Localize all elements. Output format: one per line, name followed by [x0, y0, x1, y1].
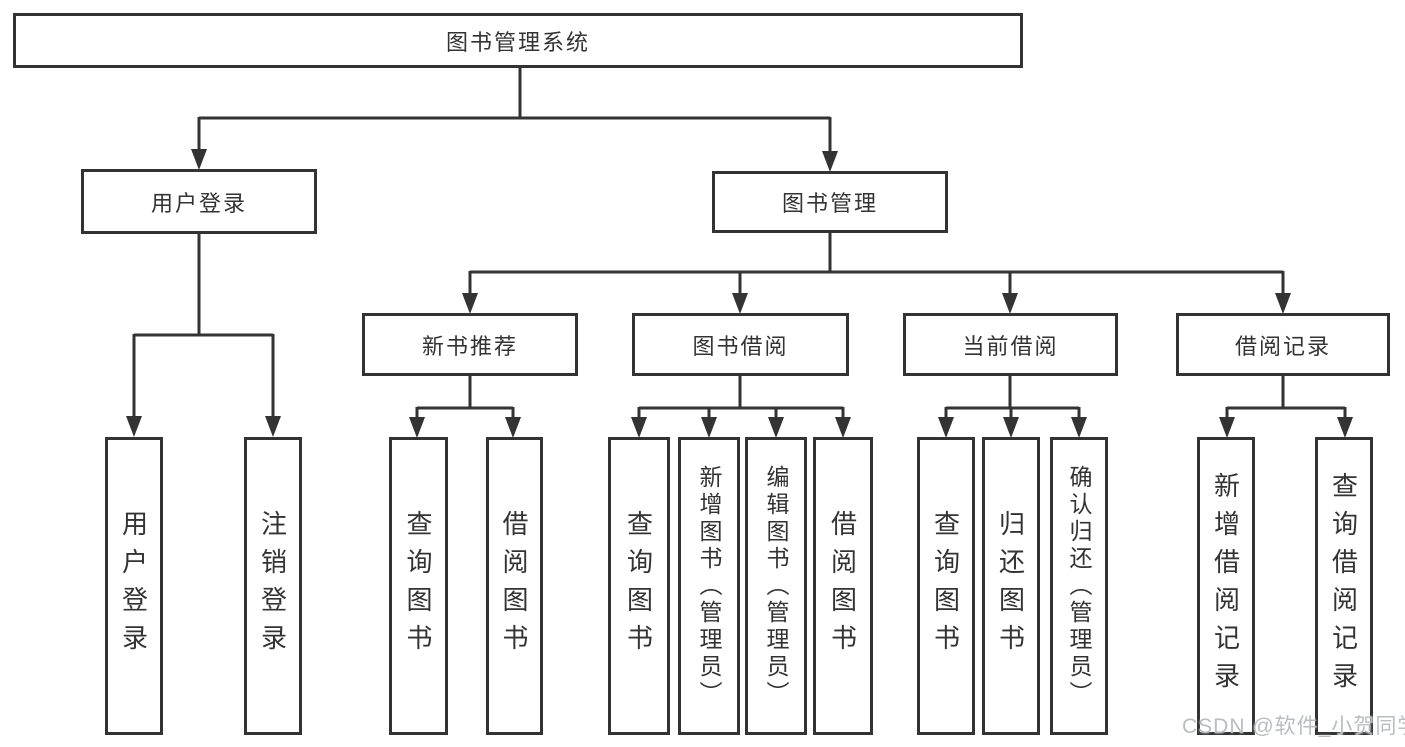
- leaf-edit-books-admin: 编辑图书（管理员）: [745, 437, 807, 735]
- leaf-return-books: 归还图书: [982, 437, 1040, 735]
- node-user-login: 用户登录: [81, 169, 317, 234]
- leaf-current-query-books: 查询图书: [917, 437, 975, 735]
- leaf-recommend-query-books: 查询图书: [389, 437, 448, 735]
- leaf-borrow-books: 借阅图书: [813, 437, 873, 735]
- node-book-management: 图书管理: [712, 171, 948, 233]
- leaf-add-books-admin: 新增图书（管理员）: [678, 437, 740, 735]
- leaf-query-borrow-record: 查询借阅记录: [1315, 437, 1373, 735]
- leaf-recommend-borrow-books: 借阅图书: [486, 437, 543, 735]
- leaf-logout: 注销登录: [244, 437, 302, 735]
- node-borrow-records: 借阅记录: [1176, 313, 1390, 376]
- watermark: CSDN @软件_小贺同学: [1182, 715, 1405, 738]
- node-book-borrow: 图书借阅: [632, 313, 849, 376]
- node-new-book-recommend: 新书推荐: [362, 313, 578, 376]
- leaf-borrow-query-books: 查询图书: [608, 437, 670, 735]
- node-library-system: 图书管理系统: [13, 13, 1023, 68]
- leaf-user-login: 用户登录: [105, 437, 163, 735]
- leaf-confirm-return-admin: 确认归还（管理员）: [1050, 437, 1108, 735]
- node-current-borrow: 当前借阅: [903, 313, 1118, 376]
- arrowheads: [126, 149, 1353, 438]
- leaf-add-borrow-record: 新增借阅记录: [1197, 437, 1255, 735]
